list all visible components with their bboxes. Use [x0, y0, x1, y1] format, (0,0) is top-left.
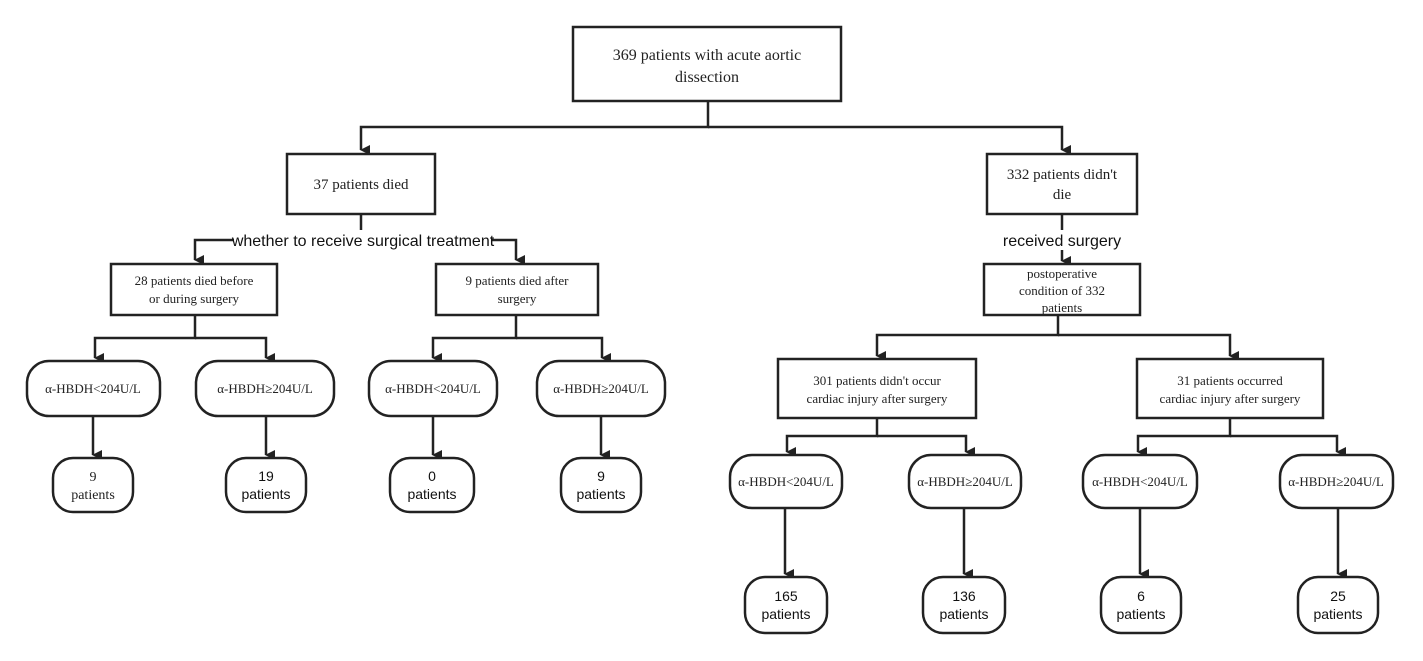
- connector-before-to-high: [195, 336, 275, 363]
- connector-injury-to-high: [1230, 434, 1346, 457]
- connector-injury-to-low: [1136, 418, 1232, 457]
- node-injury-line2: cardiac injury after surgery: [1160, 391, 1301, 406]
- node-before-low-label: α-HBDH<204U/L: [45, 381, 141, 396]
- node-survived-line2: die: [1053, 187, 1072, 203]
- node-no-injury-line1: 301 patients didn't occur: [813, 373, 941, 388]
- node-died-label: 37 patients died: [314, 177, 409, 193]
- edge-labels: whether to receive surgical treatment re…: [231, 230, 1122, 250]
- node-after-low: α-HBDH<204U/L: [367, 359, 499, 418]
- node-noinj-high-label: α-HBDH≥204U/L: [917, 474, 1013, 489]
- outcome-after-high-count: 9: [597, 468, 605, 484]
- connector-root-to-survived: [708, 125, 1071, 155]
- outcome-before-high: 19 patients: [224, 456, 308, 514]
- outcome-after-low: 0 patients: [388, 456, 476, 514]
- outcome-before-low: 9 patients: [51, 456, 135, 514]
- edge-label-surgical-question: whether to receive surgical treatment: [231, 233, 495, 250]
- node-inj-high-label: α-HBDH≥204U/L: [1288, 474, 1384, 489]
- connector-before-to-low: [93, 315, 197, 363]
- outcome-inj-low-count: 6: [1137, 588, 1145, 604]
- node-root: 369 patients with acute aortic dissectio…: [571, 25, 843, 103]
- node-root-line2: dissection: [675, 69, 739, 86]
- outcome-before-low-count: 9: [90, 470, 97, 485]
- node-died-before-line1: 28 patients died before: [135, 273, 254, 288]
- node-died: 37 patients died: [285, 152, 437, 216]
- node-after-high: α-HBDH≥204U/L: [535, 359, 667, 418]
- outcome-inj-low: 6 patients: [1099, 575, 1183, 635]
- connector-noinjury-to-low: [785, 418, 879, 457]
- outcome-noinj-low-unit: patients: [761, 606, 810, 622]
- outcome-before-low-unit: patients: [71, 488, 115, 503]
- connectors: [91, 101, 1347, 579]
- node-no-injury-line2: cardiac injury after surgery: [807, 391, 948, 406]
- node-died-after: 9 patients died after surgery: [434, 262, 600, 317]
- outcome-noinj-high: 136 patients: [921, 575, 1007, 635]
- outcome-inj-high-unit: patients: [1313, 606, 1362, 622]
- node-died-before: 28 patients died before or during surger…: [109, 262, 279, 317]
- outcome-after-high: 9 patients: [559, 456, 643, 514]
- outcome-noinj-high-count: 136: [952, 588, 976, 604]
- node-died-before-line2: or during surgery: [149, 291, 240, 306]
- connector-noinjury-to-high: [877, 434, 975, 457]
- outcome-noinj-low-count: 165: [774, 588, 798, 604]
- node-noinj-high: α-HBDH≥204U/L: [907, 453, 1023, 510]
- node-before-high: α-HBDH≥204U/L: [194, 359, 336, 418]
- outcome-noinj-low: 165 patients: [743, 575, 829, 635]
- connector-root-to-died: [359, 101, 710, 155]
- outcome-after-low-count: 0: [428, 468, 436, 484]
- outcome-after-high-unit: patients: [576, 486, 625, 502]
- node-injury: 31 patients occurred cardiac injury afte…: [1135, 357, 1325, 420]
- node-inj-low-label: α-HBDH<204U/L: [1092, 474, 1188, 489]
- connector-postop-to-noinjury: [875, 315, 1060, 361]
- node-survived: 332 patients didn't die: [985, 152, 1139, 216]
- node-after-high-label: α-HBDH≥204U/L: [553, 381, 649, 396]
- node-postop-line3: patients: [1042, 300, 1082, 315]
- outcome-inj-low-unit: patients: [1116, 606, 1165, 622]
- node-before-high-label: α-HBDH≥204U/L: [217, 381, 313, 396]
- outcome-before-high-unit: patients: [241, 486, 290, 502]
- connector-after-to-low: [431, 315, 518, 363]
- node-died-after-line1: 9 patients died after: [466, 273, 570, 288]
- node-postop-line1: postoperative: [1027, 266, 1097, 281]
- node-survived-line1: 332 patients didn't: [1007, 167, 1118, 183]
- node-before-low: α-HBDH<204U/L: [25, 359, 162, 418]
- node-noinj-low: α-HBDH<204U/L: [728, 453, 844, 510]
- node-no-injury: 301 patients didn't occur cardiac injury…: [776, 357, 978, 420]
- node-died-after-line2: surgery: [498, 291, 537, 306]
- outcome-inj-high: 25 patients: [1296, 575, 1380, 635]
- outcome-before-high-count: 19: [258, 468, 274, 484]
- node-noinj-low-label: α-HBDH<204U/L: [738, 474, 834, 489]
- node-postop: postoperative condition of 332 patients: [982, 262, 1142, 317]
- connector-postop-to-injury: [1058, 333, 1239, 361]
- node-injury-line1: 31 patients occurred: [1177, 373, 1283, 388]
- edge-label-received-surgery: received surgery: [1003, 233, 1121, 250]
- connector-after-to-high: [516, 336, 611, 363]
- outcome-noinj-high-unit: patients: [939, 606, 988, 622]
- node-postop-line2: condition of 332: [1019, 283, 1105, 298]
- outcome-after-low-unit: patients: [407, 486, 456, 502]
- outcome-inj-high-count: 25: [1330, 588, 1346, 604]
- node-after-low-label: α-HBDH<204U/L: [385, 381, 481, 396]
- node-root-line1: 369 patients with acute aortic: [613, 47, 801, 64]
- node-inj-low: α-HBDH<204U/L: [1081, 453, 1199, 510]
- node-inj-high: α-HBDH≥204U/L: [1278, 453, 1395, 510]
